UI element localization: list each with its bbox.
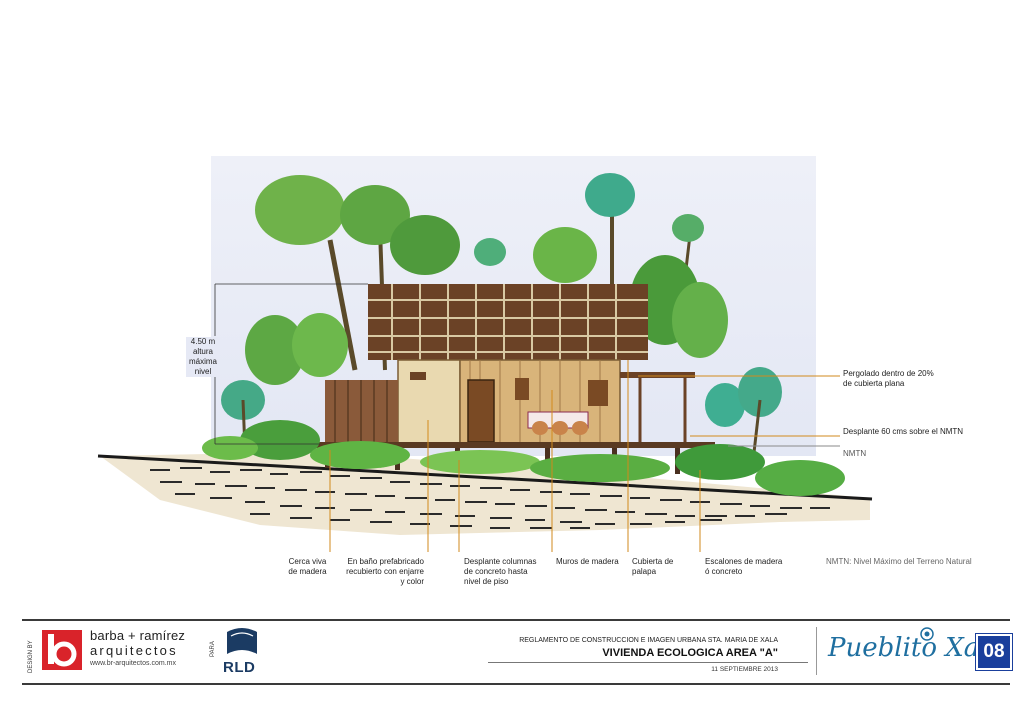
project-logo-emblem [920, 627, 934, 641]
note-columnas-line-3: nivel de piso [464, 577, 509, 586]
height-dimension [214, 283, 368, 445]
note-desplante: Desplante 60 cms sobre el NMTN [843, 427, 964, 436]
design-by-label: DESIGN BY [28, 640, 34, 673]
note-cubierta-line-1: Cubierta de [632, 557, 674, 566]
project-logo: Pueblito Xala [828, 633, 1004, 663]
stone-texture [150, 467, 830, 529]
bathroom-block [397, 359, 461, 446]
front-door [467, 379, 495, 443]
brand-url: www.br-arquitectos.com.mx [90, 660, 176, 667]
note-columnas-line-1: Desplante columnas [464, 557, 537, 566]
note-muros: Muros de madera [556, 557, 619, 566]
foreground-shrubs [202, 420, 845, 496]
document-date: 11 SEPTIEMBRE 2013 [711, 666, 778, 673]
brand-name: barba + ramírez [90, 628, 186, 643]
note-pergolado-line-1: Pergolado dentro de 20% [843, 369, 934, 378]
note-bano-line-1: En baño prefabricado [347, 557, 425, 566]
note-escalones-line-2: ó concreto [705, 567, 743, 576]
note-cerca-line-1: Cerca viva [288, 557, 327, 566]
rld-logo [227, 628, 257, 654]
note-bano: En baño prefabricado recubierto con enja… [338, 557, 424, 587]
note-pergolado: Pergolado dentro de 20% de cubierta plan… [843, 369, 934, 389]
note-nmtn: NMTN [843, 449, 867, 458]
house [315, 284, 715, 474]
note-cerca-viva: Cerca viva de madera [280, 557, 335, 577]
note-escalones-line-1: Escalones de madera [705, 557, 783, 566]
note-columnas: Desplante columnas de concreto hasta niv… [464, 557, 536, 587]
brand-sub: arquitectos [90, 643, 178, 658]
pergola-roof [368, 284, 648, 360]
height-line-3: máxima [188, 357, 217, 366]
height-value: 4.50 m [190, 337, 216, 346]
background-trees [221, 173, 782, 471]
note-bano-line-2: recubierto con enjarre [346, 567, 424, 576]
title-block: DESIGN BY barba + ramírez arquitectos ww… [22, 619, 1013, 685]
ground-line [97, 454, 873, 501]
title-underline [488, 662, 808, 663]
sheet-number: 08 [975, 633, 1013, 671]
note-pergolado-line-2: de cubierta plana [843, 379, 905, 388]
note-escalones: Escalones de madera ó concreto [705, 557, 782, 577]
window-left [515, 378, 529, 400]
note-cubierta: Cubierta de palapa [632, 557, 673, 577]
barba-ramirez-logo [42, 630, 82, 670]
note-cerca-line-2: de madera [288, 567, 327, 576]
height-line-2: altura [192, 347, 213, 356]
title-divider [816, 627, 817, 675]
elevation-drawing [97, 156, 873, 552]
note-columnas-line-2: de concreto hasta [464, 567, 528, 576]
note-bano-line-3: y color [400, 577, 424, 586]
floor-deck [315, 442, 715, 448]
height-annotation: 4.50 m altura máxima nivel [186, 337, 220, 377]
document-title: VIVIENDA ECOLOGICA AREA "A" [602, 647, 778, 659]
window-right [588, 380, 608, 406]
regulation-text: REGLAMENTO DE CONSTRUCCION E IMAGEN URBA… [519, 637, 778, 644]
nmtn-legend: NMTN: Nivel Máximo del Terreno Natural [826, 557, 972, 566]
para-label: PARA [210, 641, 216, 657]
ground-mass [100, 452, 870, 535]
height-line-4: nivel [194, 367, 212, 376]
note-cubierta-line-2: palapa [632, 567, 657, 576]
leader-lines [329, 360, 840, 552]
client-name: RLD [223, 659, 256, 676]
